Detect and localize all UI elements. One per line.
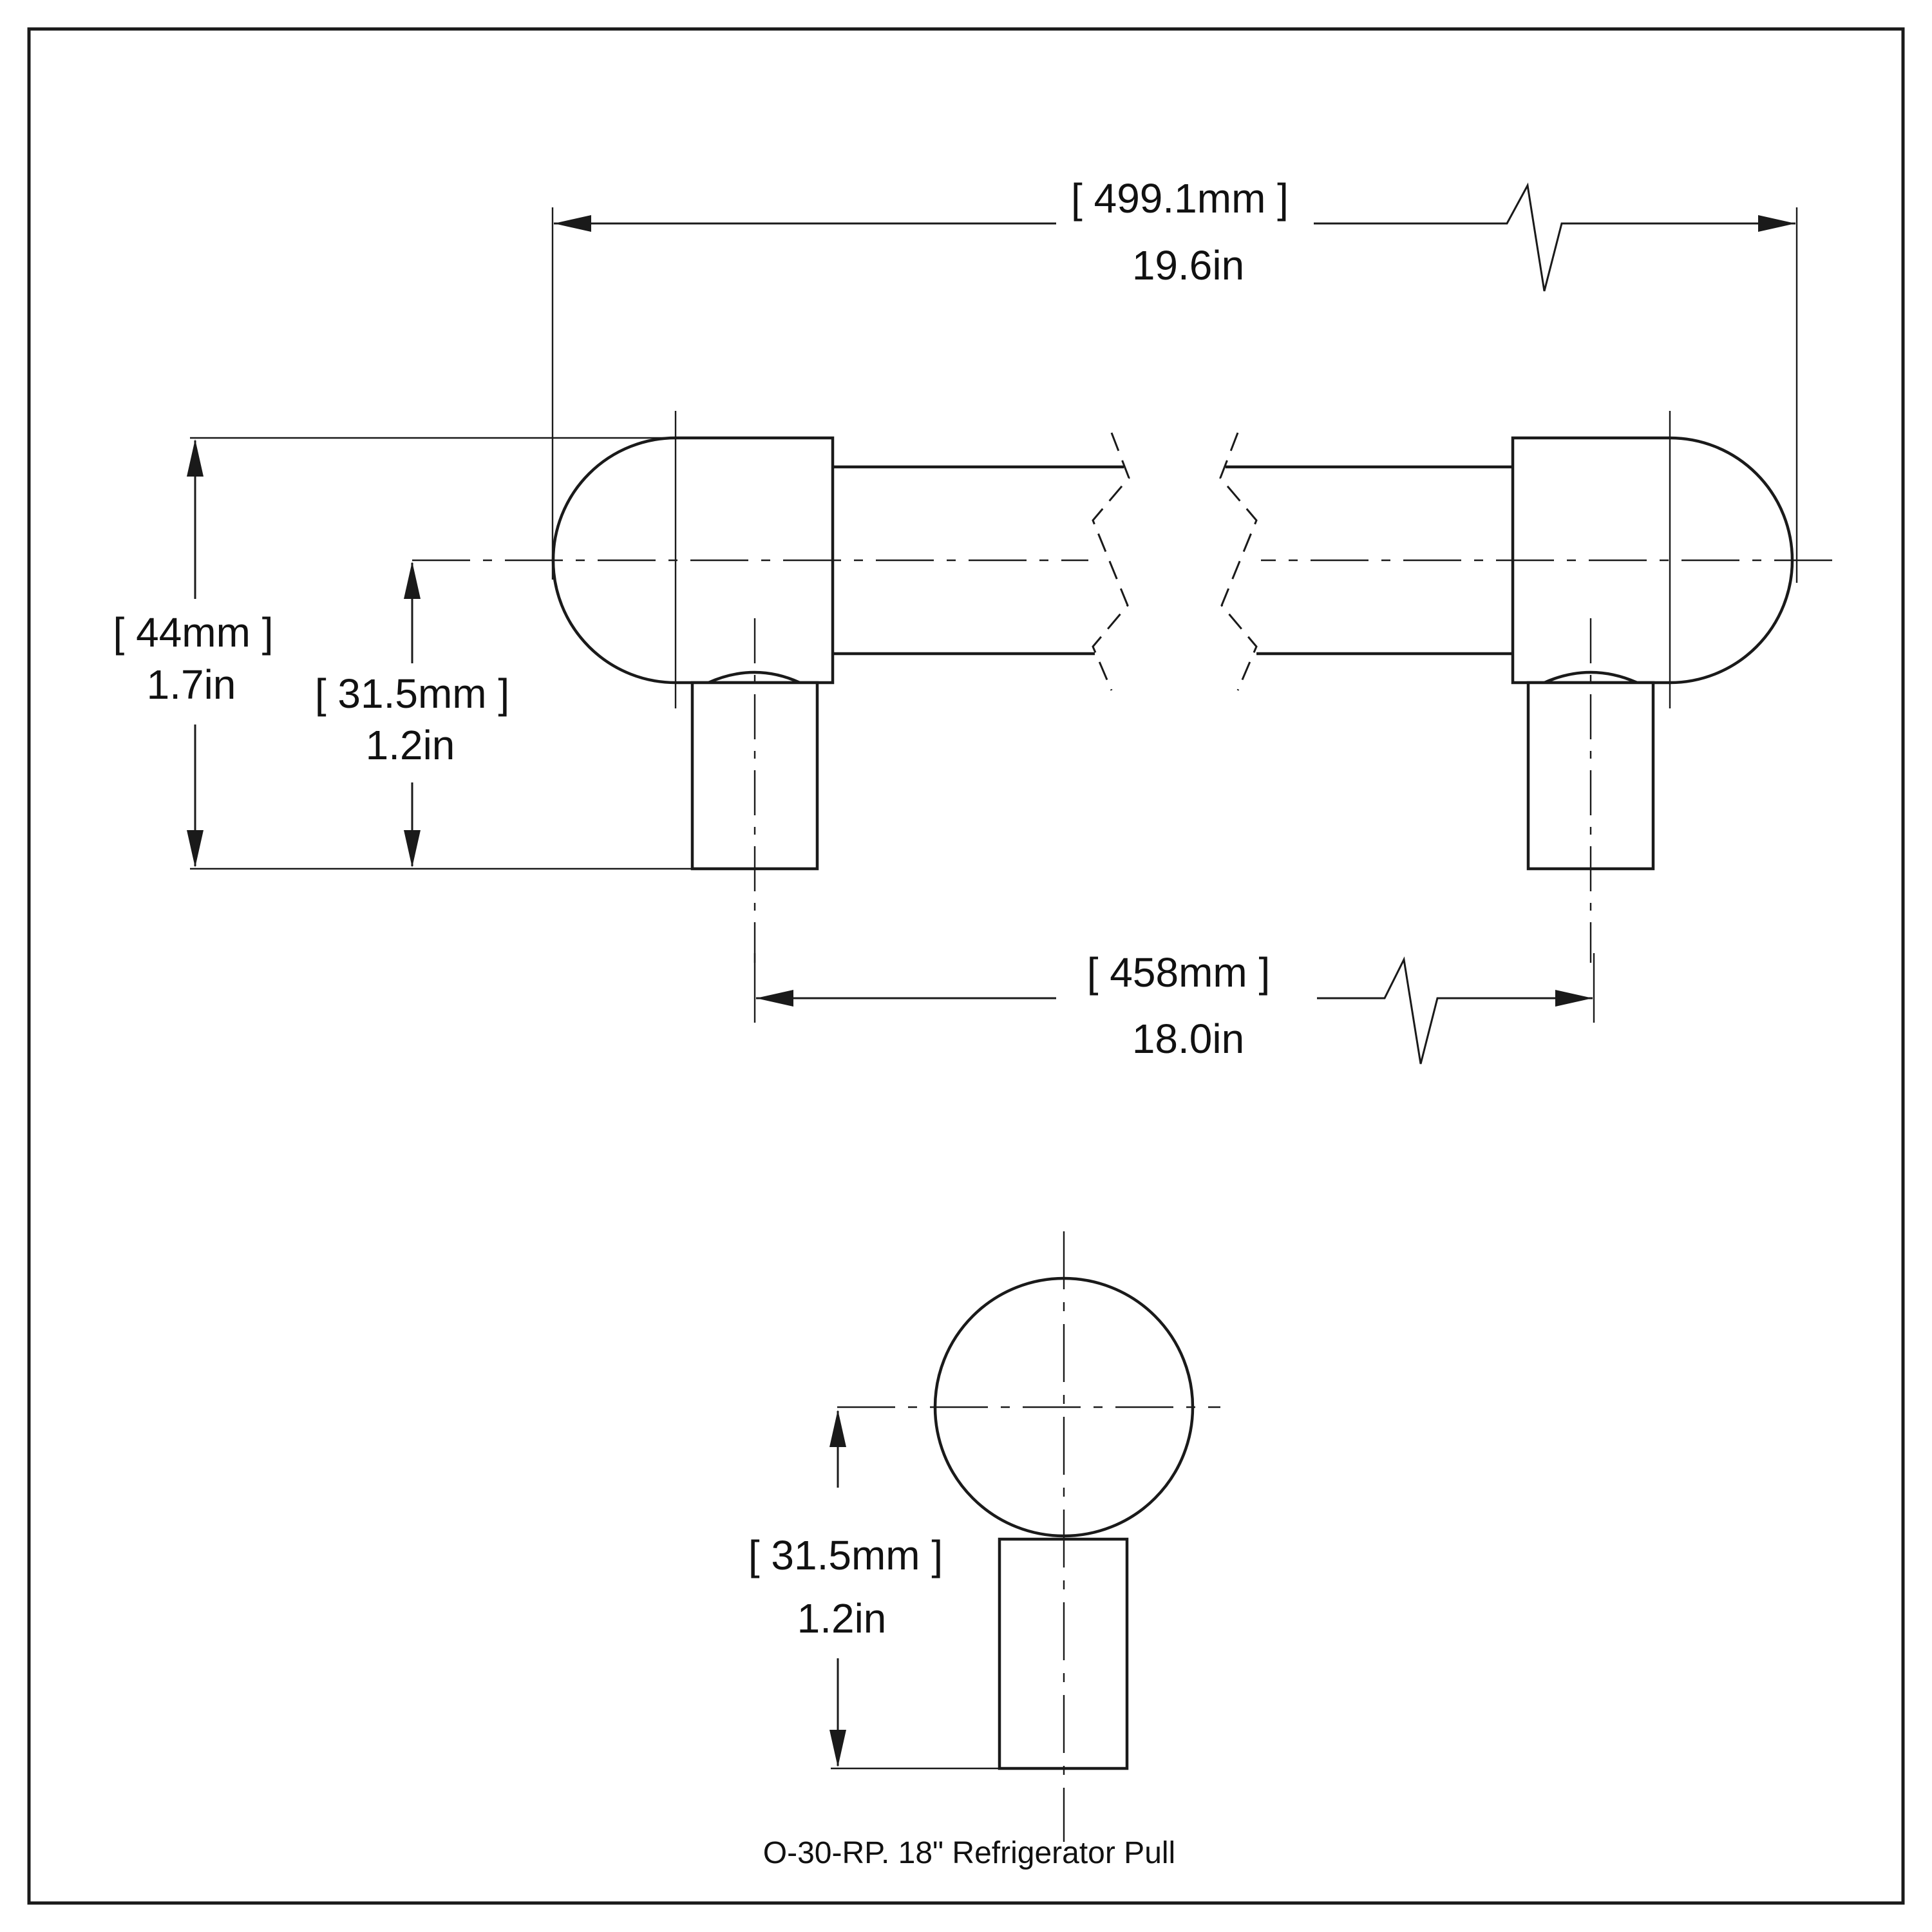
arrowhead-down-icon bbox=[404, 830, 421, 867]
dim-end-view-height-metric: [ 31.5mm ] bbox=[748, 1532, 943, 1578]
dimension-line-with-break bbox=[1317, 956, 1593, 1065]
dim-end-view-height: [ 31.5mm ] 1.2in bbox=[748, 1410, 999, 1770]
dim-end-view-height-imperial: 1.2in bbox=[797, 1595, 887, 1642]
dim-center-to-center-imperial: 18.0in bbox=[1132, 1016, 1244, 1062]
dim-overall-length: [ 499.1mm ] 19.6in bbox=[551, 175, 1798, 583]
arrowhead-left-icon bbox=[756, 990, 793, 1007]
arrowhead-left-icon bbox=[554, 215, 591, 232]
arrowhead-right-icon bbox=[1758, 215, 1795, 232]
dim-center-to-center: [ 458mm ] 18.0in bbox=[753, 949, 1595, 1065]
dim-overall-height-imperial: 1.7in bbox=[147, 661, 236, 708]
arrowhead-down-icon bbox=[829, 1730, 846, 1767]
dim-overall-length-imperial: 19.6in bbox=[1132, 242, 1244, 289]
arrowhead-up-icon bbox=[187, 439, 204, 477]
dimension-line-with-break bbox=[1314, 182, 1795, 292]
arrowhead-right-icon bbox=[1555, 990, 1593, 1007]
drawing-caption: O-30-RP. 18" Refrigerator Pull bbox=[763, 1836, 1175, 1870]
dim-overall-height: [ 44mm ] 1.7in bbox=[113, 437, 696, 870]
arrowhead-down-icon bbox=[187, 830, 204, 867]
dim-overall-length-metric: [ 499.1mm ] bbox=[1071, 175, 1289, 222]
dim-center-height-imperial: 1.2in bbox=[366, 722, 455, 768]
left-post-fillet bbox=[708, 670, 800, 685]
break-line-right bbox=[1219, 432, 1258, 691]
front-view bbox=[412, 411, 1832, 963]
dim-center-height-metric: [ 31.5mm ] bbox=[315, 670, 509, 717]
end-view: [ 31.5mm ] 1.2in bbox=[748, 1231, 1220, 1842]
arrowhead-up-icon bbox=[829, 1410, 846, 1447]
right-end-cap bbox=[1511, 436, 1794, 685]
dim-overall-height-metric: [ 44mm ] bbox=[113, 609, 274, 656]
arrowhead-up-icon bbox=[404, 562, 421, 599]
page-border bbox=[27, 27, 1905, 1905]
dim-center-to-center-metric: [ 458mm ] bbox=[1087, 949, 1271, 996]
dim-center-height: [ 31.5mm ] 1.2in bbox=[315, 562, 509, 867]
right-post-fillet bbox=[1544, 670, 1638, 685]
break-line-left bbox=[1092, 432, 1130, 691]
